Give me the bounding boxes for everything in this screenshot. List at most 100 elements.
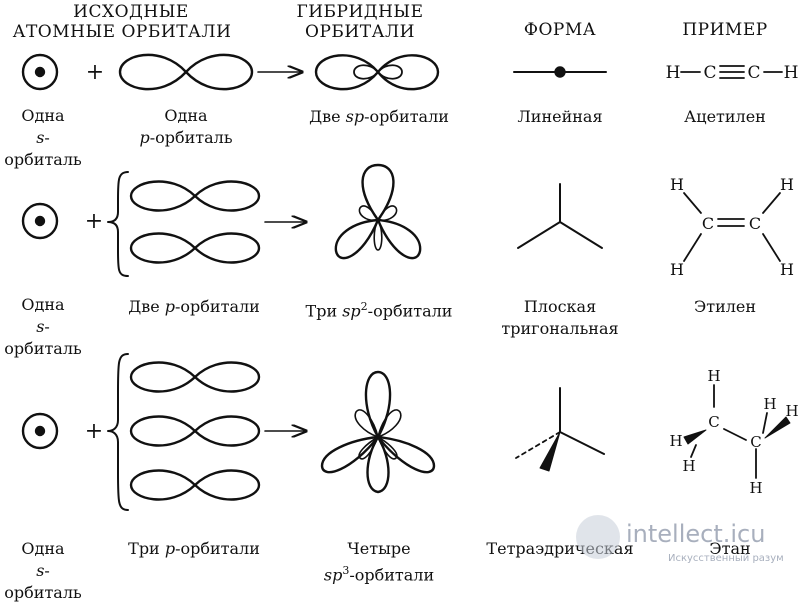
ethane-h-bottom: H (749, 479, 762, 497)
header-shape: ФОРМА (523, 20, 597, 40)
row3-p-label-pre: Три (128, 539, 165, 558)
row1-acetylene-bonds (680, 65, 783, 79)
ethane-h-lower-left: H (682, 457, 695, 475)
watermark-subtitle: Искусственный разум (668, 553, 784, 564)
row2-brace (107, 171, 129, 277)
row2-hybrid-label: Три sp2-орбитали (294, 296, 464, 322)
row1-s-label-rest: -орбиталь (4, 128, 82, 169)
watermark-name: intellect.icu (626, 520, 766, 548)
header-hybrid-line2: ОРБИТАЛИ (305, 22, 415, 42)
header-hybrid: ГИБРИДНЫЕ ОРБИТАЛИ (290, 2, 430, 42)
row3-s-label-line1: Одна (21, 539, 65, 558)
row3-hybrid-label-line1: Четыре (347, 539, 411, 558)
row1-linear-shape (513, 66, 607, 78)
acetylene-c-left: C (703, 63, 716, 83)
row3-hybrid-label-rest: -орбитали (349, 565, 435, 585)
row3-p-label-rest: -орбитали (175, 539, 260, 558)
ethane-h-upper: H (763, 395, 776, 413)
hybridization-figure: + + + H C C H H H C C H H H C H H C H H … (21, 53, 799, 511)
row3-ethane-bonds (683, 384, 791, 479)
row3-hybrid-label-sup: 3 (342, 564, 350, 577)
row1-s-label-italic: s (36, 128, 45, 147)
row3-sp3-orbitals (320, 370, 436, 494)
row3-p-label: Три p-орбитали (110, 538, 278, 560)
header-source-line1: ИСХОДНЫЕ (73, 2, 189, 22)
row1-hybrid-label: Две sp-орбитали (294, 106, 464, 128)
row1-example-label: Ацетилен (684, 107, 766, 126)
row1-p-label-line2: p-орбиталь (126, 127, 246, 149)
acetylene-h-right: H (784, 63, 799, 83)
header-hybrid-line1: ГИБРИДНЫЕ (296, 2, 424, 22)
row3-p-label-italic: p (164, 539, 176, 558)
row1-s-label: Одна s-орбиталь (0, 105, 86, 171)
acetylene-h-left: H (666, 63, 681, 83)
header-example: ПРИМЕР (682, 20, 768, 40)
row1-p-orbital (118, 53, 254, 91)
row2-p-label-rest: -орбитали (175, 297, 260, 316)
acetylene-c-right: C (747, 63, 760, 83)
row3-s-orbital (21, 412, 59, 450)
header-source: ИСХОДНЫЕ АТОМНЫЕ ОРБИТАЛИ (4, 2, 240, 42)
ethylene-c-right: C (749, 214, 761, 233)
row2-plus: + (85, 209, 103, 234)
row2-sp2-orbitals (334, 163, 422, 260)
row2-shape-label-line2: тригональная (501, 319, 619, 338)
row2-shape-label-line1: Плоская (523, 297, 597, 316)
row2-hybrid-label-pre: Три (305, 301, 343, 321)
ethane-c-right: C (750, 433, 761, 451)
row3-s-label-italic: s (36, 561, 45, 580)
row2-p-orbital-1 (129, 180, 261, 212)
row1-sp-orbitals (314, 54, 440, 91)
ethylene-h-br: H (780, 260, 794, 279)
row1-p-label-line1: Одна (164, 106, 208, 125)
row2-hybrid-label-italic: sp (342, 301, 361, 321)
row3-tetrahedral-shape (515, 387, 605, 472)
row2-p-orbital-2 (129, 232, 261, 264)
watermark-logo (576, 515, 620, 559)
row3-p-orbital-3 (129, 469, 261, 501)
row3-s-label-line2: s-орбиталь (0, 560, 86, 604)
row1-p-label-italic: p (139, 128, 150, 147)
row2-s-label: Одна s-орбиталь (0, 294, 86, 360)
row2-p-label-pre: Две (128, 297, 165, 316)
ethylene-h-tl: H (670, 175, 684, 194)
ethylene-c-left: C (702, 214, 714, 233)
row1-s-label-line2: s-орбиталь (0, 127, 86, 171)
row3-plus: + (85, 419, 103, 444)
row1-hybrid-label-pre: Две (309, 107, 346, 126)
row1-s-label-line1: Одна (21, 106, 65, 125)
row3-hybrid-label-line2: sp3-орбитали (294, 560, 464, 586)
row1-p-label-rest: -орбиталь (149, 128, 233, 147)
row2-hybrid-label-sup: 2 (360, 300, 368, 313)
row2-shape-label: Плоская тригональная (490, 296, 630, 340)
row2-hybrid-label-rest: -орбитали (367, 301, 453, 321)
row3-brace (107, 353, 129, 511)
row2-ethylene-bonds (683, 192, 781, 262)
row1-hybrid-label-italic: sp (345, 107, 365, 126)
header-source-line2: АТОМНЫЕ ОРБИТАЛИ (12, 22, 232, 42)
ethane-h-left: H (669, 432, 682, 450)
row2-example-label: Этилен (693, 297, 757, 316)
row2-s-label-line2: s-орбиталь (0, 316, 86, 360)
ethane-h-top: H (707, 367, 720, 385)
row2-s-label-italic: s (36, 317, 45, 336)
row1-shape-label: Линейная (517, 107, 603, 126)
row2-p-label-italic: p (164, 297, 176, 316)
row3-s-label: Одна s-орбиталь (0, 538, 86, 604)
row3-hybrid-label: Четыре sp3-орбитали (294, 538, 464, 586)
row1-p-label: Одна p-орбиталь (126, 105, 246, 149)
row2-p-label: Две p-орбитали (110, 296, 278, 318)
row1-s-orbital (21, 53, 59, 91)
row2-trigonal-shape (517, 183, 603, 249)
row2-s-label-line1: Одна (21, 295, 65, 314)
row2-s-label-rest: -орбиталь (4, 317, 82, 358)
row2-s-orbital (21, 202, 59, 240)
row3-p-orbital-1 (129, 361, 261, 393)
ethane-h-right: H (785, 402, 798, 420)
row3-hybrid-label-italic: sp (323, 565, 343, 585)
ethane-c-left: C (708, 413, 719, 431)
row1-plus: + (86, 60, 104, 85)
row3-example-label: Этан (709, 539, 751, 558)
ethylene-h-bl: H (670, 260, 684, 279)
ethylene-h-tr: H (780, 175, 794, 194)
